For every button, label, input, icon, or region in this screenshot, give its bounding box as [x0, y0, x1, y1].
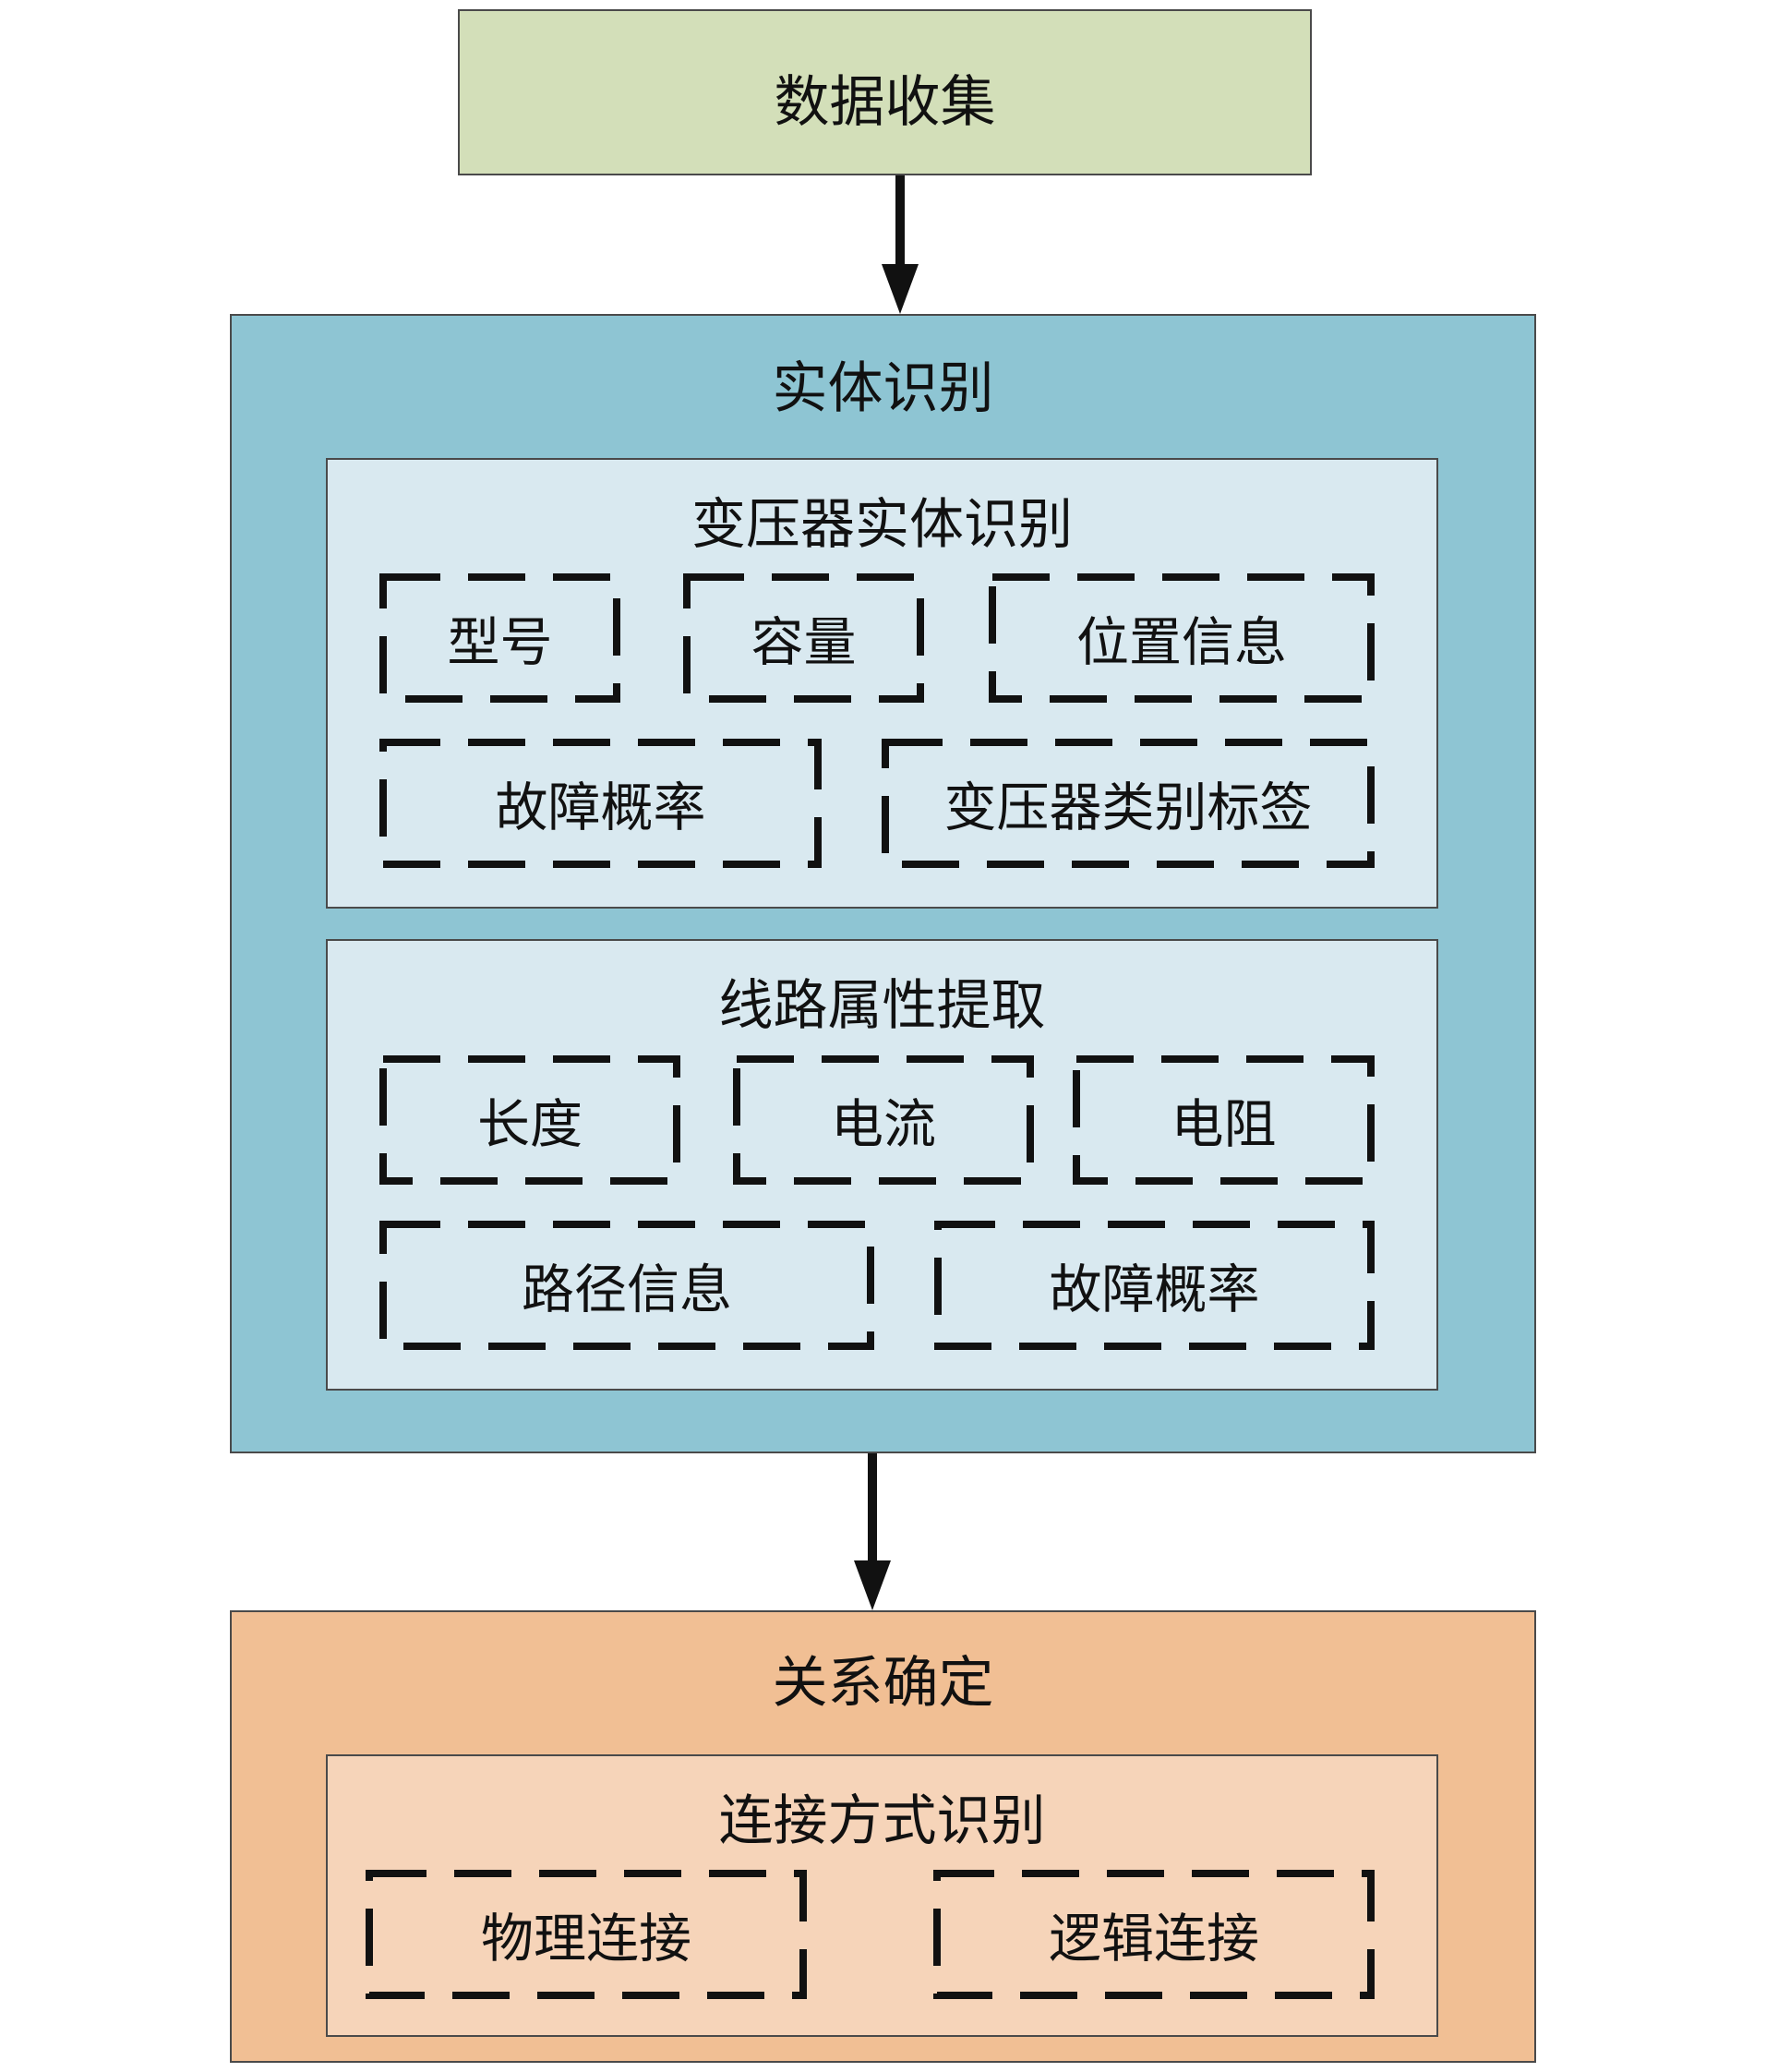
dashed-border: [379, 573, 620, 703]
relation-determination-title: 关系确定: [772, 1651, 994, 1716]
attr-transformer-category-label: 变压器类别标签: [882, 739, 1375, 868]
entity-recognition-title: 实体识别: [772, 356, 994, 421]
physical-connection: 物理连接: [366, 1870, 807, 1999]
dashed-border: [934, 1221, 1375, 1350]
dashed-border: [379, 1055, 680, 1185]
dashed-border: [366, 1870, 807, 1999]
attr-location-info: 位置信息: [989, 573, 1375, 703]
attr-model: 型号: [379, 573, 620, 703]
attr-fault-probability-line: 故障概率: [934, 1221, 1375, 1350]
attr-fault-probability-transformer: 故障概率: [379, 739, 822, 868]
dashed-border: [733, 1055, 1034, 1185]
attr-resistance: 电阻: [1073, 1055, 1375, 1185]
connection-method-panel: 连接方式识别: [326, 1754, 1438, 2037]
dashed-border: [683, 573, 924, 703]
dashed-border: [989, 573, 1375, 703]
attr-capacity: 容量: [683, 573, 924, 703]
arrow-data-to-entity: [882, 175, 919, 314]
attr-path-info: 路径信息: [379, 1221, 874, 1350]
dashed-border: [379, 739, 822, 868]
transformer-recognition-title: 变压器实体识别: [691, 492, 1073, 556]
data-collection-label: 数据收集: [774, 70, 996, 135]
line-attribute-panel: 线路属性提取: [326, 939, 1438, 1391]
connection-method-title: 连接方式识别: [718, 1789, 1046, 1852]
dashed-border: [1073, 1055, 1375, 1185]
logical-connection: 逻辑连接: [933, 1870, 1375, 1999]
dashed-border: [379, 1221, 874, 1350]
data-collection-box: 数据收集: [458, 9, 1312, 175]
line-attribute-title: 线路属性提取: [718, 973, 1046, 1037]
arrow-entity-to-relation: [854, 1453, 891, 1610]
dashed-border: [882, 739, 1375, 868]
attr-length: 长度: [379, 1055, 680, 1185]
attr-current: 电流: [733, 1055, 1034, 1185]
dashed-border: [933, 1870, 1375, 1999]
